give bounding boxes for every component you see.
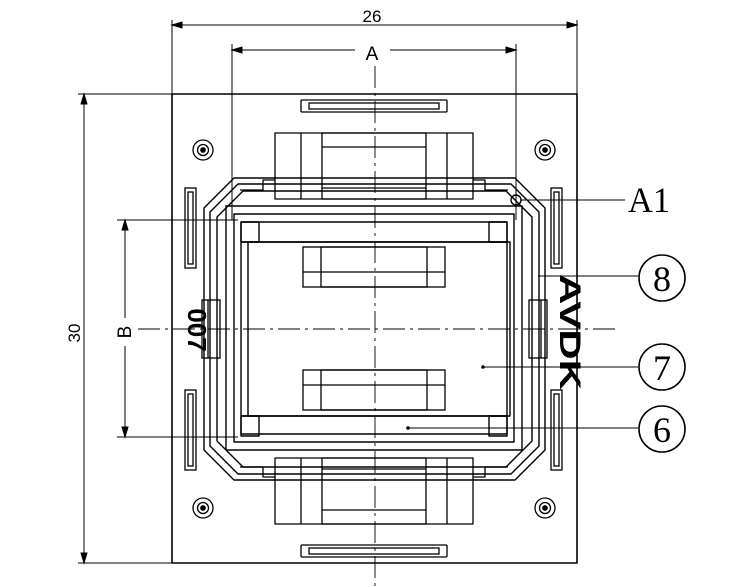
- callout-leaders: [408, 199, 638, 429]
- top-latch: [240, 132, 508, 200]
- push-blocks: [302, 246, 446, 411]
- height-value: 30: [65, 324, 84, 343]
- socket-body: [171, 93, 578, 564]
- bottom-latch: [240, 457, 508, 525]
- lid-plate: [225, 205, 523, 451]
- callout-7: 7: [638, 343, 686, 391]
- width-value: 26: [363, 7, 382, 26]
- side-rails: [184, 187, 563, 471]
- mounting-holes: [192, 139, 556, 519]
- leader-dot-6: [406, 426, 410, 430]
- callout-7-label: 7: [653, 348, 671, 388]
- callout-a1: A1: [628, 180, 670, 220]
- side-bosses: [201, 299, 548, 359]
- callout-8: 8: [638, 254, 686, 302]
- callout-8-label: 8: [653, 259, 671, 299]
- callout-6-label: 6: [653, 410, 671, 450]
- dim-b-label: B: [115, 326, 136, 339]
- dimension-width: [170, 20, 579, 94]
- logo-avdk: AVDK: [553, 274, 586, 390]
- leader-dot-7: [481, 365, 485, 369]
- dim-a-label: A: [366, 44, 379, 65]
- callout-6: 6: [638, 405, 686, 453]
- marking-007: 007: [182, 308, 212, 351]
- dimension-b: [117, 218, 238, 439]
- edge-slots: [300, 99, 448, 558]
- dimension-height: [78, 92, 172, 565]
